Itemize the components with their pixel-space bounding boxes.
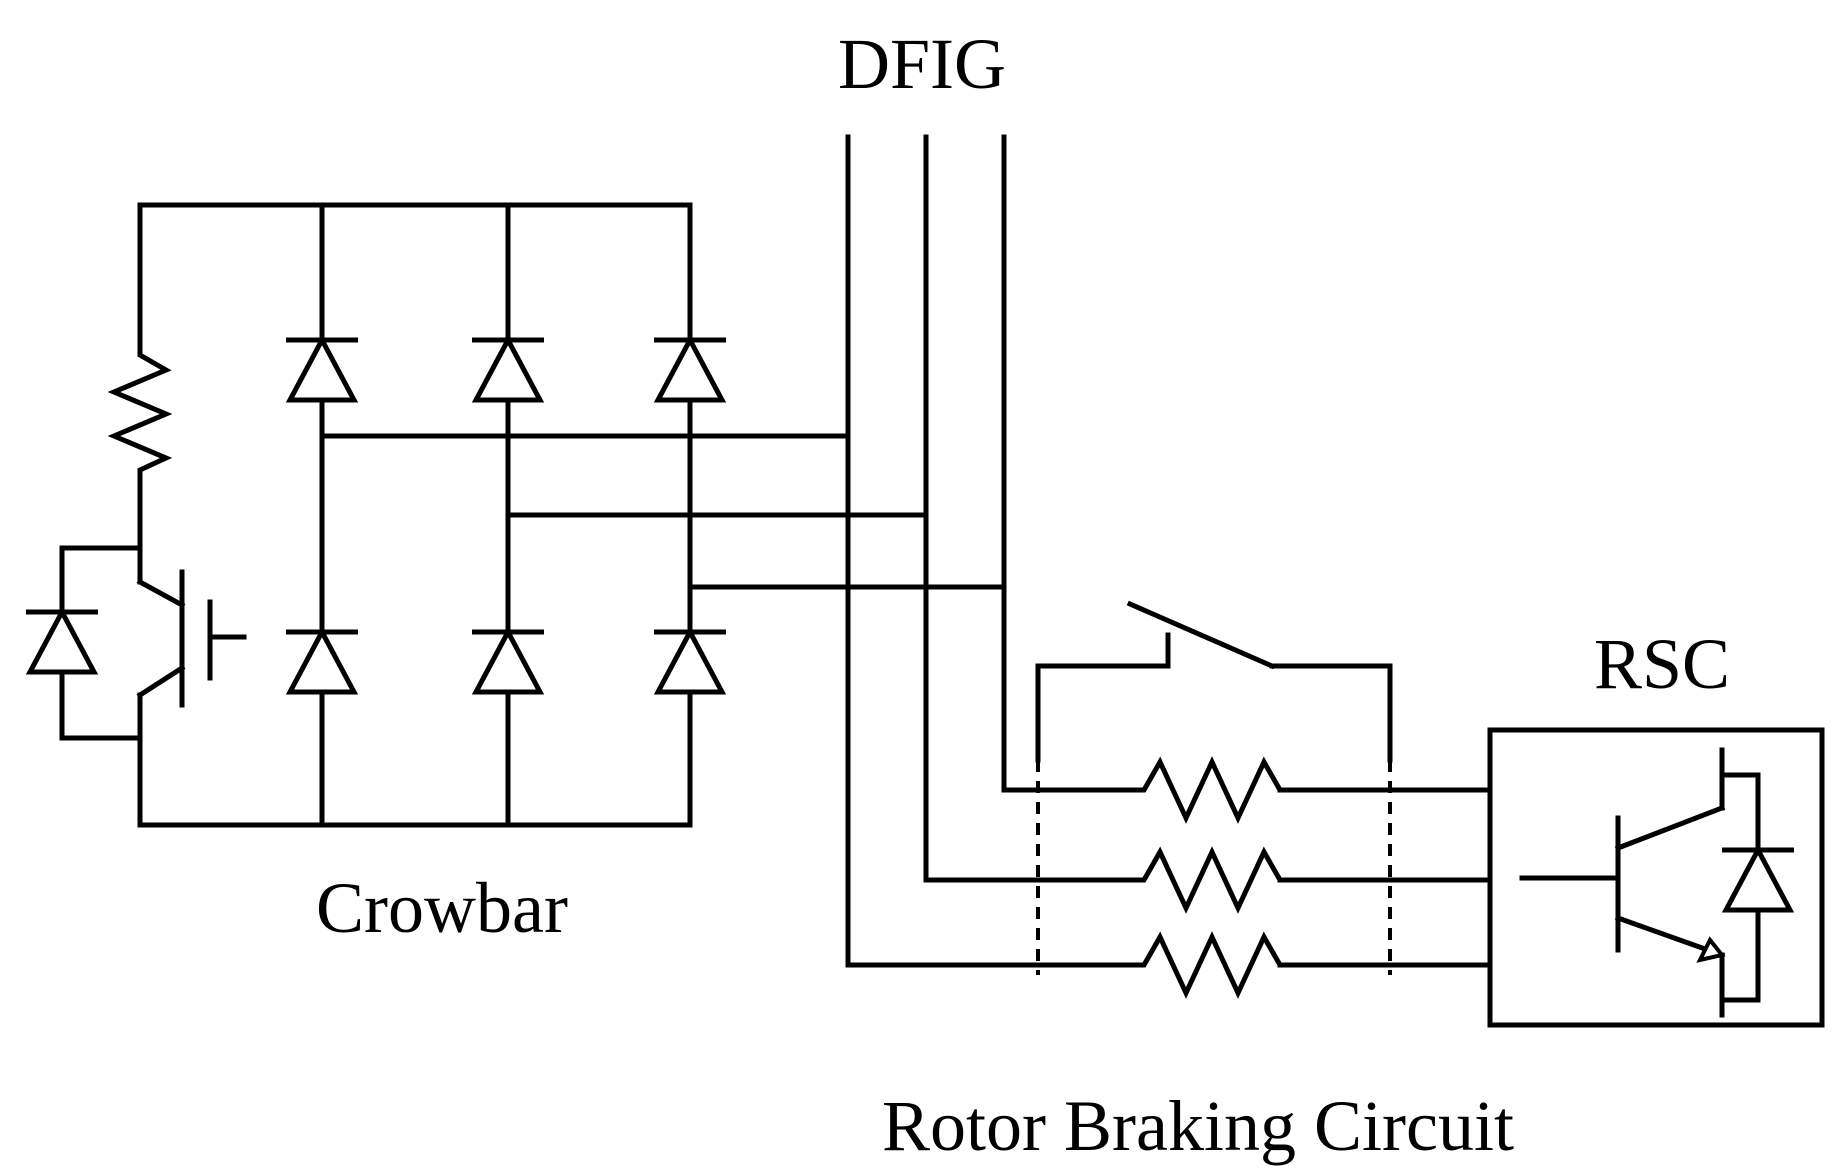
crowbar-circuit — [26, 202, 1007, 828]
crowbar-antiparallel-diode-icon — [26, 545, 143, 741]
braking-resistor-icon — [1130, 762, 1280, 818]
dfig-rotor-lines — [845, 134, 1007, 968]
bridge-diode-icon — [472, 632, 544, 692]
bypass-switch-icon — [1035, 600, 1393, 763]
rsc-label: RSC — [1594, 624, 1730, 704]
bridge-diode-icon — [286, 340, 358, 400]
bridge-diode-icon — [472, 340, 544, 400]
dfig-label: DFIG — [838, 24, 1006, 104]
bridge-diode-icon — [654, 632, 726, 692]
rotor-braking-circuit — [845, 600, 1493, 993]
bridge-diode-icon — [286, 632, 358, 692]
braking-resistor-icon — [1130, 852, 1280, 908]
rsc-block — [1487, 727, 1825, 1028]
braking-resistor-icon — [1130, 937, 1280, 993]
crowbar-igbt-icon — [136, 545, 247, 828]
rotor-braking-circuit-label: Rotor Braking Circuit — [882, 1086, 1514, 1166]
bridge-diode-icon — [654, 340, 726, 400]
crowbar-label: Crowbar — [316, 868, 568, 948]
crowbar-resistor-icon — [107, 350, 173, 548]
